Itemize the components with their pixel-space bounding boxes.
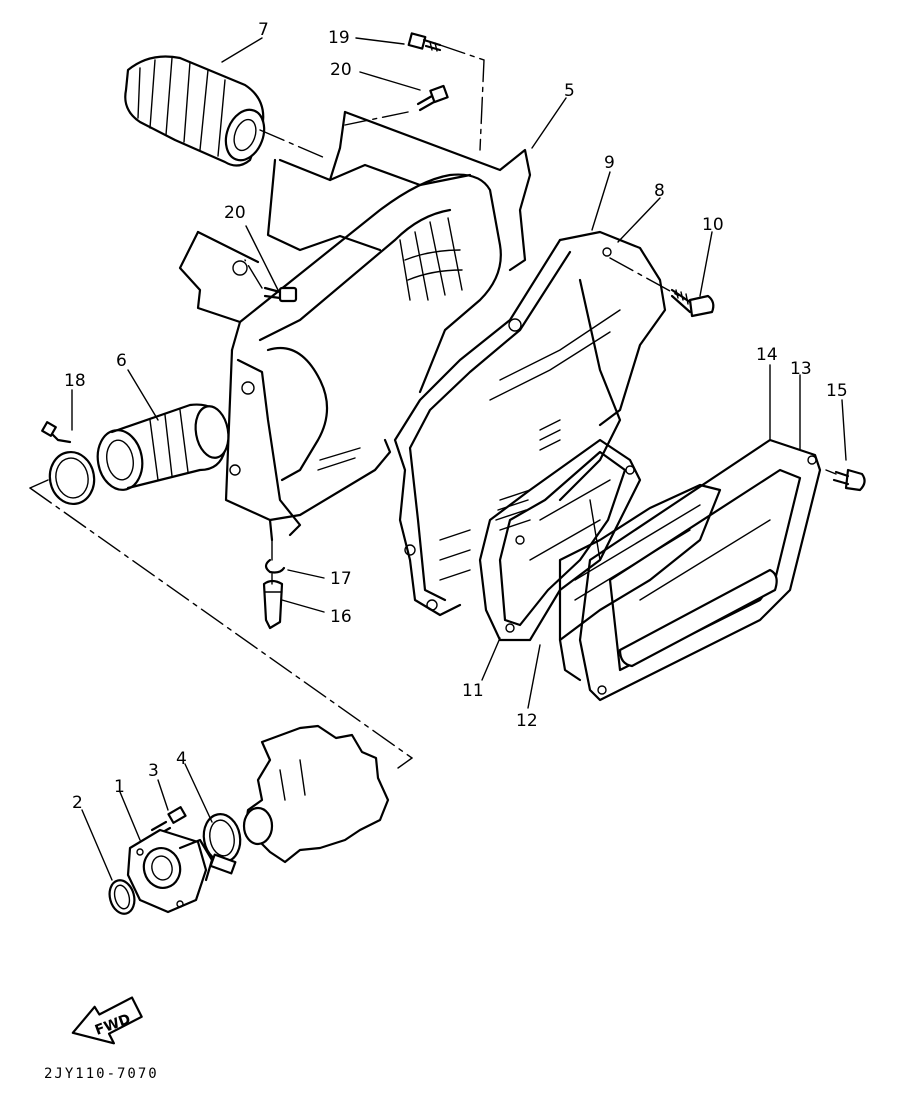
part-20-bolt-lower [263, 286, 298, 303]
part-9-cover [393, 230, 667, 617]
callout-labels: 7 19 20 5 9 8 10 20 18 6 14 13 15 17 16 … [64, 20, 848, 813]
diagram-code: 2JY110-7070 [44, 1066, 159, 1082]
part-18-clamp [41, 421, 96, 505]
part-4-clamp [202, 813, 242, 875]
callout-14: 14 [756, 345, 778, 365]
callout-5: 5 [564, 81, 575, 101]
part-2-o-ring [108, 879, 136, 915]
part-11-element-frame [478, 438, 642, 642]
callout-7: 7 [258, 20, 269, 40]
part-5-air-box [178, 110, 532, 542]
callout-10: 10 [702, 215, 724, 235]
callout-12: 12 [516, 711, 538, 731]
callout-18: 18 [64, 371, 86, 391]
part-15-screw [832, 468, 866, 492]
callout-3: 3 [148, 761, 159, 781]
leader-lines [71, 37, 847, 881]
callout-20-upper: 20 [330, 60, 352, 80]
callout-9: 9 [604, 153, 615, 173]
callout-11: 11 [462, 681, 484, 701]
assembly-lines [29, 44, 837, 769]
part-16-drain-tube [262, 579, 284, 630]
part-1-manifold [126, 828, 214, 914]
callout-15: 15 [826, 381, 848, 401]
part-19-bolt [407, 32, 442, 52]
callout-20-lower: 20 [224, 203, 246, 223]
callout-17: 17 [330, 569, 352, 589]
part-20-bolt-upper [416, 84, 449, 112]
fwd-direction-arrow: FWD [71, 996, 143, 1045]
part-6-intake-joint [96, 403, 230, 491]
callout-19: 19 [328, 28, 350, 48]
callout-4: 4 [176, 749, 187, 769]
callout-6: 6 [116, 351, 127, 371]
callout-8: 8 [654, 181, 665, 201]
part-17-clip [264, 558, 286, 574]
callout-13: 13 [790, 359, 812, 379]
callout-2: 2 [72, 793, 83, 813]
callout-1: 1 [114, 777, 125, 797]
part-7-intake-duct [124, 55, 266, 167]
part-8-hole [602, 247, 612, 257]
part-10-screw [670, 288, 715, 318]
engine-outline [242, 724, 390, 864]
callout-16: 16 [330, 607, 352, 627]
part-14-filter [578, 438, 822, 702]
